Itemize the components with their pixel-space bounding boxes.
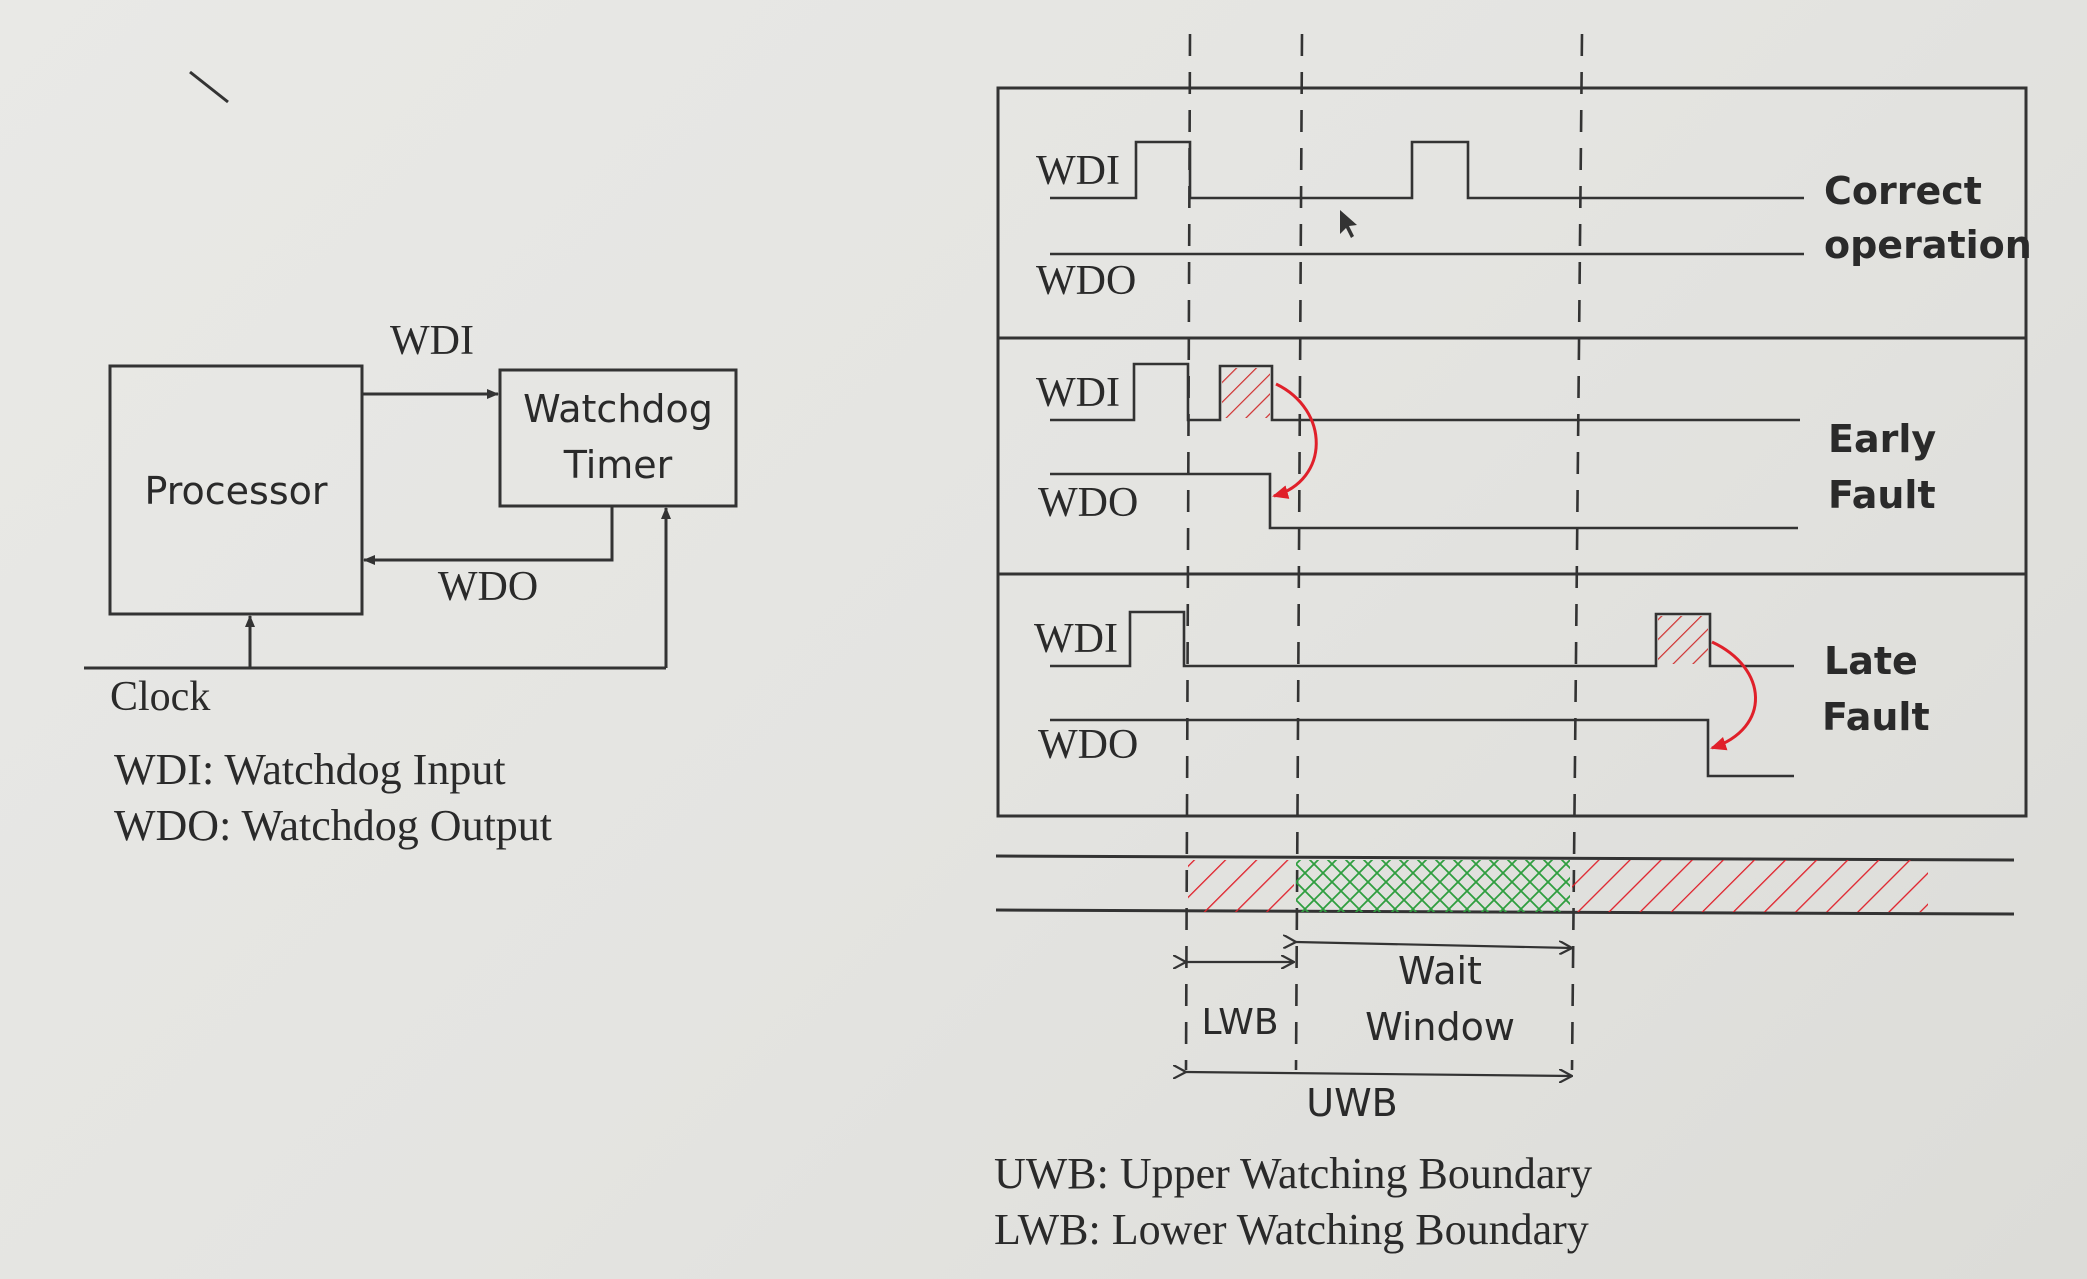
row2-wdi-signal — [1050, 362, 1800, 422]
row3-fault-arrow — [1710, 640, 1757, 751]
row-late-fault: WDI WDO Late Fault — [1034, 610, 1930, 778]
watchdog-label-line2: Timer — [563, 443, 673, 487]
uwb-label: UWB — [1306, 1081, 1397, 1125]
row3-wdo-label: WDO — [1038, 722, 1138, 768]
watchdog-box — [498, 368, 738, 508]
wdi-label: WDI — [390, 318, 474, 364]
legend-wdi: WDI: Watchdog Input — [114, 745, 506, 794]
row2-wdi-label: WDI — [1036, 370, 1120, 416]
clock-label: Clock — [110, 674, 210, 720]
row3-wdi-signal — [1050, 610, 1794, 668]
wait-window-dimension — [1296, 942, 1572, 948]
wait-label-line2: Window — [1365, 1005, 1515, 1049]
legend-uwb: UWB: Upper Watching Boundary — [994, 1149, 1592, 1198]
timing-diagram: WDI WDO Correct operation WDI WDO Early … — [994, 33, 2032, 1254]
processor-box — [108, 364, 364, 616]
row1-wdi-signal — [1050, 140, 1804, 200]
stray-mark — [189, 70, 229, 104]
block-diagram: Processor Watchdog Timer WDI WDO Clock W… — [84, 318, 738, 850]
uwb-dimension — [1186, 1072, 1572, 1076]
row2-label-line2: Fault — [1828, 473, 1936, 517]
mouse-cursor-icon — [1340, 210, 1357, 238]
lwb-label: LWB — [1201, 1002, 1278, 1043]
row2-wdo-signal — [1050, 472, 1798, 530]
row1-label-line2: operation — [1824, 223, 2032, 267]
boundary-uwb — [1570, 33, 1584, 1071]
row2-label-line1: Early — [1828, 417, 1936, 461]
legend-lwb: LWB: Lower Watching Boundary — [994, 1205, 1589, 1254]
row3-late-pulse-hatch — [1658, 616, 1708, 664]
wdo-label: WDO — [438, 564, 538, 610]
watchdog-label-line1: Watchdog — [523, 387, 713, 431]
legend-wdo: WDO: Watchdog Output — [114, 801, 552, 850]
row1-wdo-label: WDO — [1036, 258, 1136, 304]
row3-label-line2: Fault — [1822, 695, 1930, 739]
row3-wdo-signal — [1050, 718, 1794, 778]
row2-wdo-label: WDO — [1038, 480, 1138, 526]
row3-label-line1: Late — [1824, 639, 1918, 683]
row1-wdi-label: WDI — [1036, 148, 1120, 194]
row-early-fault: WDI WDO Early Fault — [1036, 362, 1936, 530]
boundary-t0 — [1184, 33, 1192, 1071]
row2-early-pulse-hatch — [1222, 368, 1270, 418]
row-correct-operation: WDI WDO Correct operation — [1036, 140, 2032, 304]
boundary-lwb — [1294, 33, 1304, 1071]
wdo-arrow — [363, 506, 614, 565]
band-top-line — [995, 854, 2015, 862]
late-zone-hatch — [1572, 860, 1928, 912]
early-zone-hatch — [1188, 860, 1294, 912]
row3-wdi-label: WDI — [1034, 616, 1118, 662]
row1-label-line1: Correct — [1824, 169, 1982, 213]
window-band — [995, 854, 2015, 916]
wait-window-hatch — [1296, 860, 1570, 912]
timing-frame — [996, 86, 2028, 818]
row2-fault-arrow — [1272, 382, 1318, 499]
wait-label-line1: Wait — [1398, 949, 1482, 993]
processor-label: Processor — [144, 469, 327, 513]
